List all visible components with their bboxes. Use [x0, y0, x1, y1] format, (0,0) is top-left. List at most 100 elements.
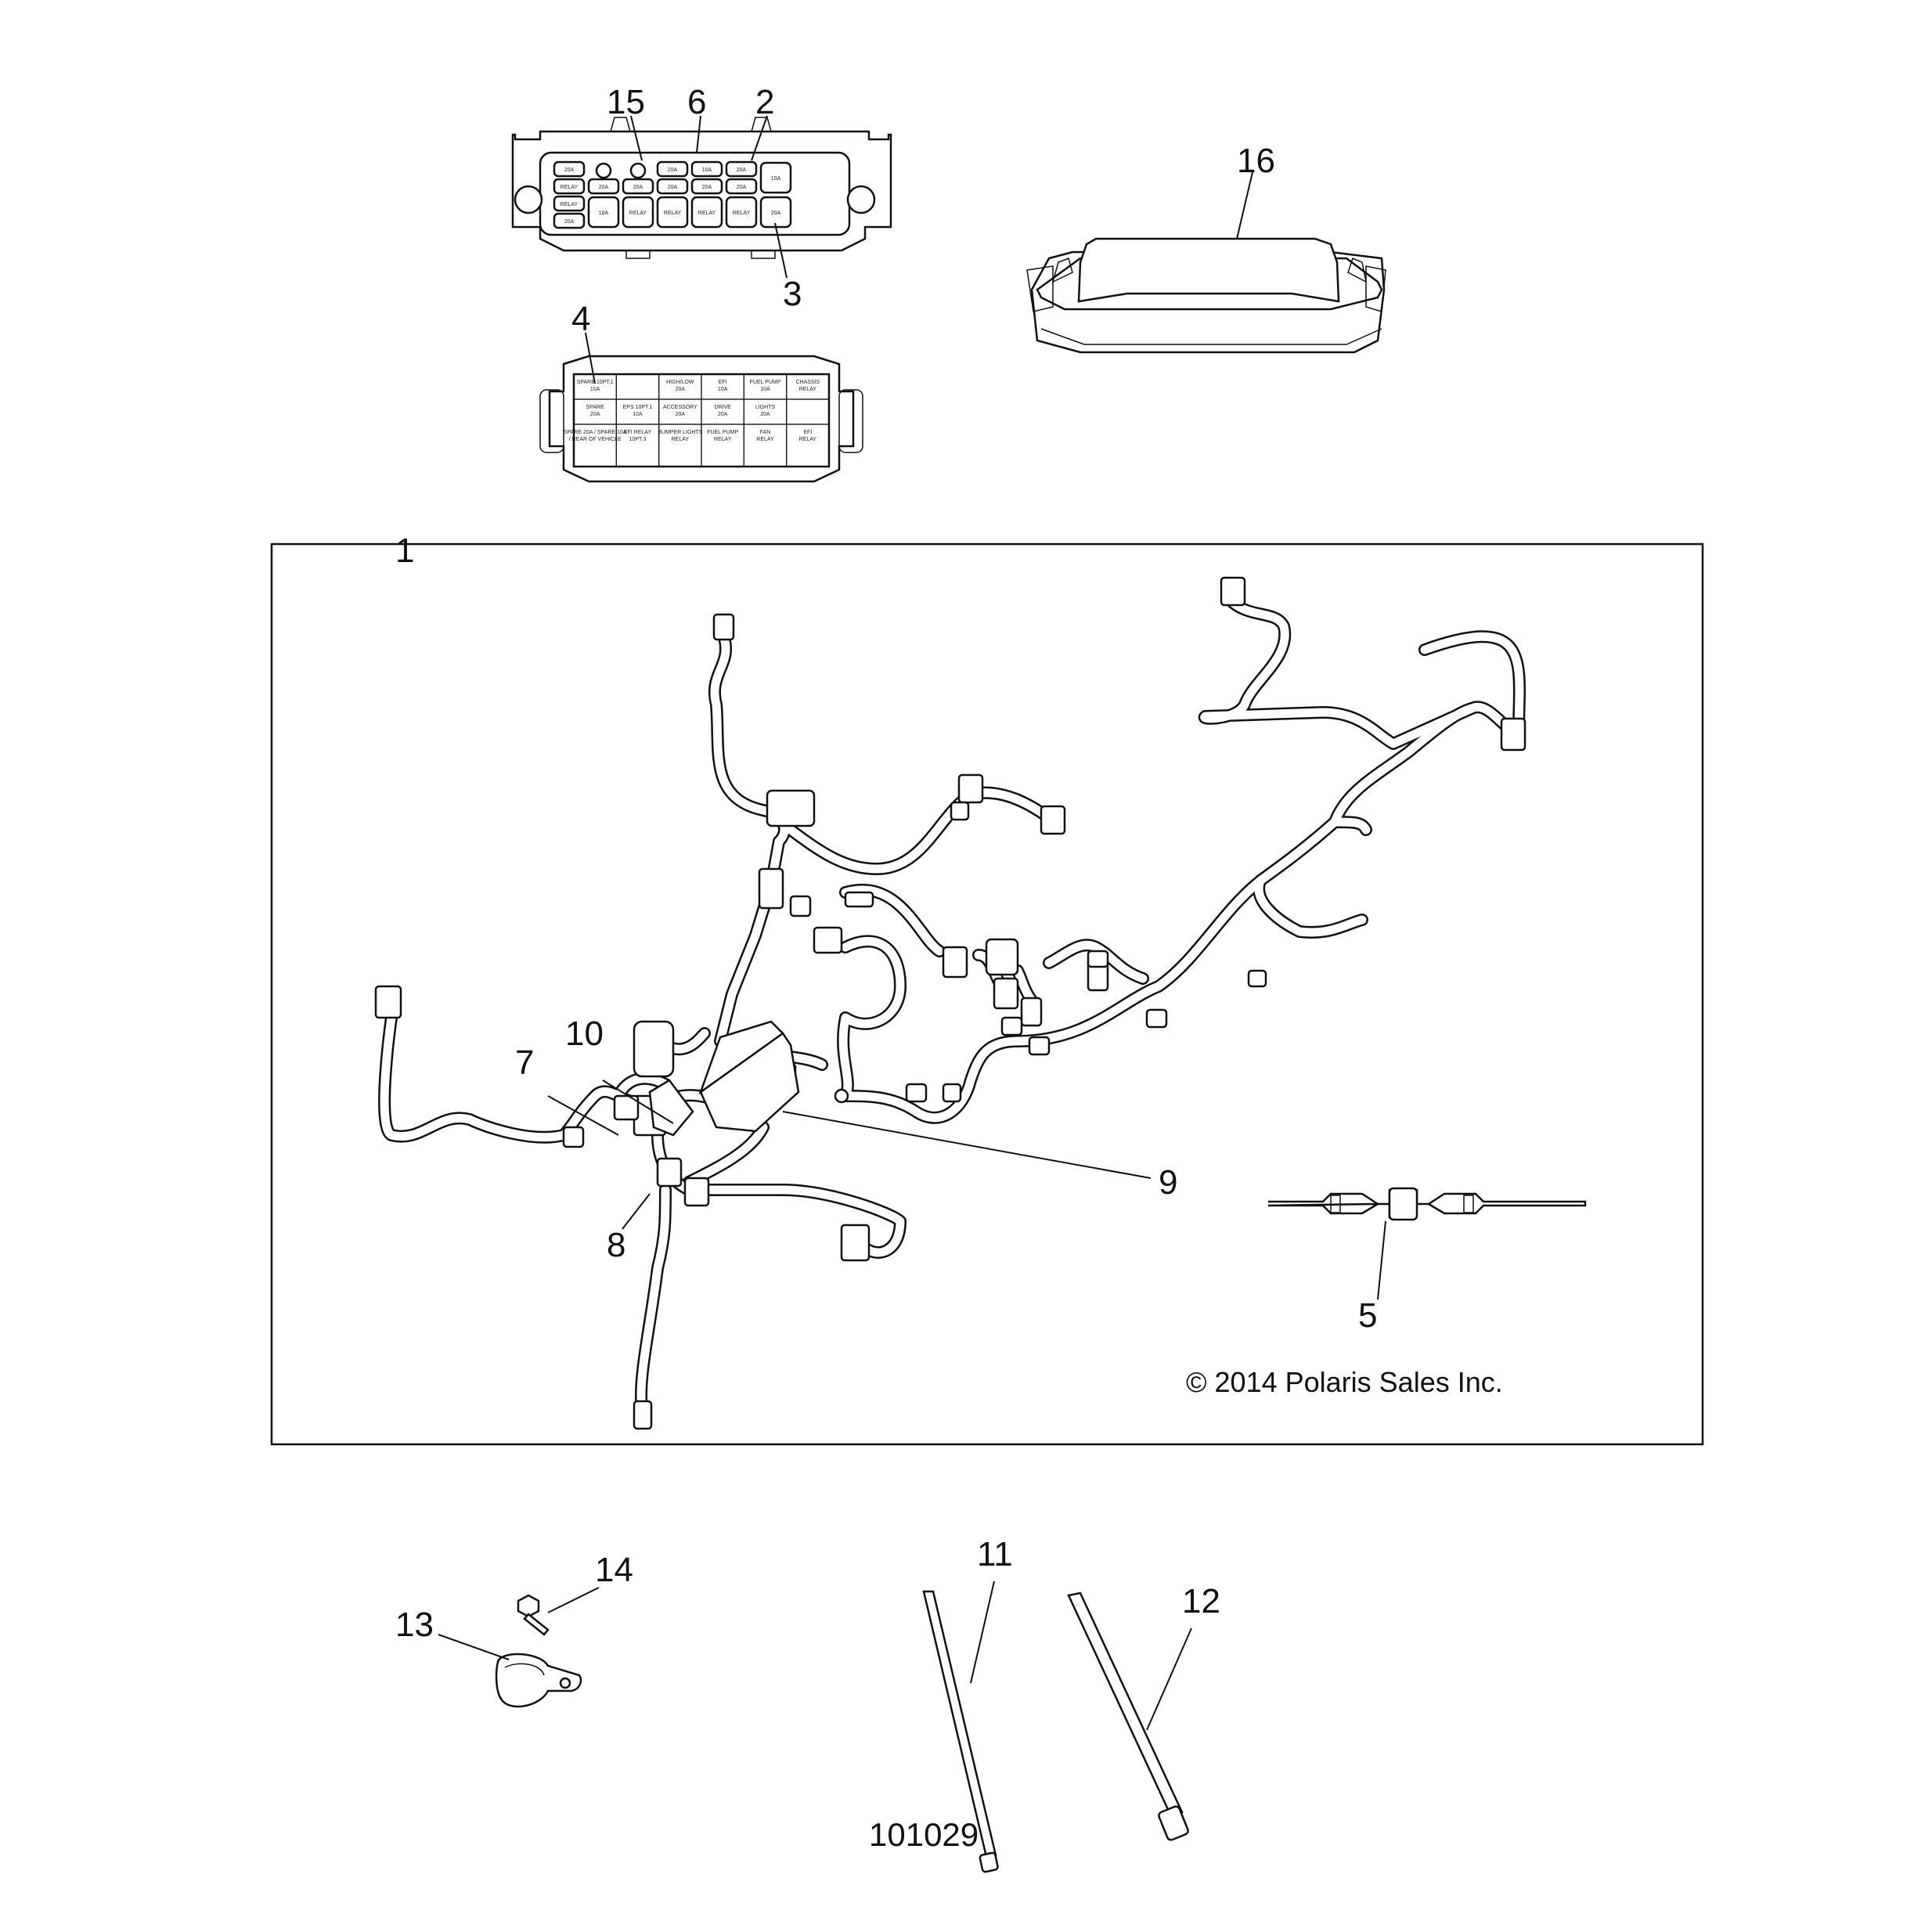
harness-wire-fill	[684, 1185, 905, 1257]
fuse-box-cover	[1026, 237, 1386, 354]
relay-cell-label: RELAY	[698, 211, 716, 216]
fuse-cell-label: 20A	[702, 185, 712, 190]
fuse-cell-label: 20A	[668, 168, 678, 173]
cable-tie-short	[922, 1590, 999, 1873]
fuse-label-text: RELAY	[672, 437, 690, 442]
clamp	[495, 1653, 582, 1708]
fuse-cell	[553, 178, 586, 195]
callout-2: 2	[755, 83, 774, 121]
fuse-label-text: 10A	[590, 387, 600, 392]
fuse-label-text: FAN	[760, 430, 771, 435]
callout-11: 11	[977, 1535, 1013, 1573]
cable-tie-long	[1067, 1591, 1189, 1841]
harness-wire-fill	[786, 790, 975, 874]
leader-lines	[438, 115, 1386, 1731]
relay-cell-label: RELAY	[629, 211, 647, 216]
fuse-cell-label: 20A	[599, 185, 609, 190]
fuse-cell	[553, 195, 586, 212]
fuse-label-text: EPS 10PT.1	[623, 405, 653, 410]
harness-wire-fill	[1330, 704, 1476, 827]
fuse-label-text: RELAY	[799, 437, 817, 442]
harness-wire-fill	[636, 1185, 670, 1414]
relay-cell	[690, 196, 723, 229]
fuse-label-text: FUEL PUMP	[750, 380, 781, 385]
harness-wire-fill	[841, 1036, 1022, 1123]
fuse-label-text: EFI RELAY	[624, 430, 652, 435]
fuse-label-text: 20A	[760, 412, 770, 417]
fuse-label-text: 20A	[676, 412, 686, 417]
relay-cell-label: RELAY	[733, 211, 751, 216]
fuse-label-text: EFI	[719, 380, 727, 385]
fuse-label-text: RELAY	[756, 437, 774, 442]
fuse-label-text: CHASSIS	[795, 380, 820, 385]
fuse-label-text: FUEL PUMP	[707, 430, 738, 435]
fuse-label-text: DRIVE	[714, 405, 731, 410]
relay-cell-label: 10A	[771, 176, 781, 182]
harness-wire-fill	[1044, 940, 1148, 983]
callout-8: 8	[607, 1226, 625, 1264]
callout-4: 4	[571, 300, 590, 338]
relay-cell	[656, 196, 689, 229]
fuse-label-text: RELAY	[799, 387, 817, 392]
fuse-cell-label: 20A	[668, 185, 678, 190]
fuse-cell	[725, 160, 758, 178]
harness-wire-fill	[380, 1013, 568, 1142]
relay-cell	[587, 196, 620, 229]
harness-wire-fill	[1200, 598, 1289, 723]
callout-15: 15	[607, 83, 645, 121]
fuse-label-text: BUMPER LIGHTS	[658, 430, 703, 435]
fuse-label-text: LIGHTS	[755, 405, 776, 410]
harness-wire-fill	[1420, 632, 1524, 737]
callout-labels: 1 2 3 4 5 6 7 8 9 10 11 12 13 14 15 16	[395, 83, 1377, 1644]
fuse-cell	[656, 160, 689, 178]
callout-12: 12	[1182, 1582, 1220, 1620]
copyright-text: © 2014 Polaris Sales Inc.	[1186, 1366, 1503, 1398]
fuse-label-text: 20A	[590, 412, 600, 417]
fuse-label-text: 10PT.3	[629, 437, 647, 442]
fuse-cell-label: 20A	[633, 185, 643, 190]
callout-9: 9	[1159, 1163, 1177, 1202]
fuse-slot-round	[629, 162, 647, 179]
fuse-cell-label: 20A	[737, 185, 747, 190]
fuse-label-text: 10A	[760, 387, 770, 392]
callout-16: 16	[1237, 142, 1275, 180]
fuse-cell-label: RELAY	[560, 202, 579, 207]
fuse-cell	[587, 178, 620, 195]
fuse-label-text: HIGH/LOW	[666, 380, 694, 385]
callout-5: 5	[1358, 1296, 1377, 1335]
fuse-label-text: 20A	[676, 387, 686, 392]
fuse-cell-label: 20A	[564, 168, 575, 173]
relay-cell-label: 20A	[771, 211, 781, 216]
fuse-label-cell	[786, 424, 830, 467]
callout-10: 10	[565, 1015, 604, 1053]
fuse-cell	[656, 178, 689, 195]
fuse-cell	[553, 160, 586, 178]
diagram-number: 101029	[869, 1816, 979, 1853]
fuse-cell	[690, 178, 723, 195]
fuse-cell	[622, 178, 654, 195]
harness-wire-fill	[838, 936, 905, 1101]
harness-wire-fill	[1201, 702, 1519, 748]
callout-7: 7	[515, 1043, 534, 1082]
relay-cell-label: 10A	[599, 211, 609, 216]
harness-wire-fill	[684, 1123, 768, 1187]
harness-wire-outline	[784, 788, 977, 875]
relay-cell-label: RELAY	[664, 211, 682, 216]
callout-14: 14	[595, 1551, 633, 1589]
fuse-label-text: SPARE	[586, 405, 605, 410]
fuse-box-terminal-view: 20A 20A 10A 20A 10A RELAY 20A 20A 20A 20A 20A RELAY…	[511, 117, 892, 259]
fuse-cell	[725, 178, 758, 195]
fuse-label-text: 20A	[718, 412, 728, 417]
inline-fuse-holder	[1267, 1187, 1587, 1221]
fuse-slot-round	[595, 162, 612, 179]
harness-wire-fill	[1013, 817, 1339, 1046]
harness-wire-fill	[841, 885, 944, 956]
fuse-label-text: EFI	[803, 430, 812, 435]
fuse-cell	[690, 160, 723, 178]
bolt	[517, 1594, 550, 1636]
callout-3: 3	[783, 275, 802, 313]
relay-cell	[725, 196, 758, 229]
